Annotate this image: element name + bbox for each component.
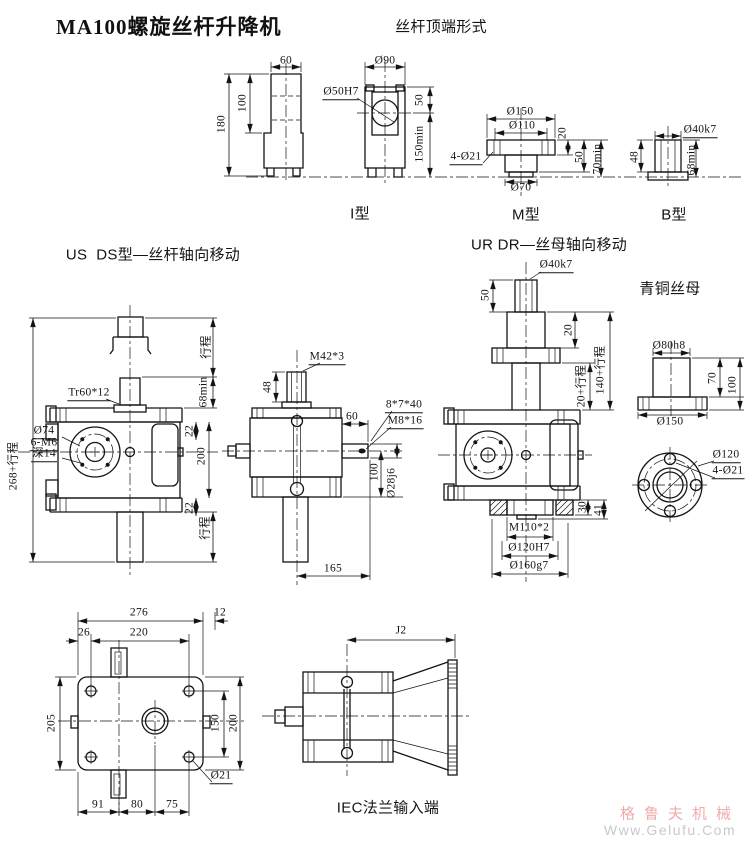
- dim-m-d110: Ø110: [508, 119, 536, 132]
- dim-m-70min: 70min: [591, 143, 604, 175]
- dim-i-50: 50: [413, 93, 426, 107]
- dim-68min: 68min: [197, 376, 210, 408]
- dim-20-plus-stroke: 20+行程: [575, 364, 588, 408]
- dim-i-150min: 150min: [413, 125, 426, 163]
- dim-bn-70: 70: [706, 371, 719, 385]
- dim-22-top: 22: [183, 424, 196, 438]
- dim-ur-41: 41: [592, 503, 605, 517]
- dim-worm-48: 48: [261, 380, 274, 394]
- dim-base-220: 220: [129, 626, 149, 639]
- dim-ur-20: 20: [562, 323, 575, 337]
- dim-j2: J2: [395, 624, 407, 637]
- bronze-nut-side-view: [637, 342, 744, 419]
- dim-base-80: 80: [130, 798, 144, 811]
- dim-height-180: 180: [215, 114, 228, 134]
- dim-bn-d80h8: Ø80h8: [652, 339, 686, 352]
- dim-stroke-top: 行程: [200, 335, 213, 359]
- housing-top-view: [55, 612, 246, 816]
- section-heading-ur-dr: UR DR—丝母轴向移动: [470, 236, 628, 254]
- dim-base-hole-d21: Ø21: [209, 770, 233, 784]
- m-type-view: [482, 108, 608, 196]
- dim-thread-tr60: Tr60*12: [67, 387, 111, 401]
- watermark-brand: 格鲁夫机械: [619, 805, 741, 823]
- ur-dr-assembly-view: [438, 262, 614, 582]
- dim-depth-14: 深14: [31, 448, 57, 462]
- dim-worm-100: 100: [368, 462, 381, 482]
- dim-m-d70: Ø70: [510, 181, 532, 194]
- dim-200: 200: [195, 446, 208, 466]
- dim-b-d40k7: Ø40k7: [682, 124, 718, 138]
- dim-worm-60: 60: [345, 410, 359, 423]
- dim-base-12: 12: [213, 606, 227, 619]
- dim-b-48: 48: [628, 150, 641, 164]
- dim-base-200: 200: [227, 713, 240, 733]
- section-heading-us-ds: US DS型—丝杆轴向移动: [65, 246, 241, 264]
- dim-bn-100: 100: [726, 375, 739, 395]
- dim-base-205: 205: [45, 713, 58, 733]
- dim-key-8-7-40: 8*7*40: [384, 399, 424, 413]
- view-label-b-type: B型: [661, 206, 687, 224]
- view-label-iec-flange: IEC法兰输入端: [336, 799, 440, 817]
- top-section-heading: 丝杆顶端形式: [395, 18, 487, 36]
- dim-worm-165: 165: [323, 562, 343, 575]
- dim-bn-d120: Ø120: [711, 449, 741, 463]
- dim-bn-holes: 4-Ø21: [711, 465, 745, 479]
- dim-b-68min: 68min: [685, 144, 698, 176]
- dim-m-bolt-holes: 4-Ø21: [449, 151, 483, 165]
- dim-m42x3: M42*3: [308, 351, 346, 365]
- watermark-url: Www.Gelufu.Com: [603, 822, 737, 838]
- dim-d160g7: Ø160g7: [509, 559, 549, 572]
- dim-height-100: 100: [236, 93, 249, 113]
- dim-m110x2: M110*2: [508, 521, 550, 534]
- bronze-nut-top-view: [632, 447, 716, 523]
- dim-base-276: 276: [129, 606, 149, 619]
- dim-d120h7: Ø120H7: [508, 541, 550, 554]
- dim-bn-d150: Ø150: [656, 415, 684, 428]
- i-type-view: [357, 60, 434, 183]
- dim-base-75: 75: [165, 798, 179, 811]
- dim-stroke-bottom: 行程: [199, 516, 212, 540]
- view-label-i-type: I型: [350, 205, 370, 223]
- dim-shaft-d28j6: Ø28j6: [385, 467, 398, 499]
- dim-width-60: 60: [279, 54, 293, 67]
- dim-ur-d40k7: Ø40k7: [538, 259, 574, 273]
- dim-base-26: 26: [77, 626, 91, 639]
- dim-base-91: 91: [91, 798, 105, 811]
- dim-m-d150: Ø150: [506, 105, 534, 118]
- dim-ur-50: 50: [479, 288, 492, 302]
- us-ds-assembly-view: [18, 305, 218, 578]
- dim-m-50: 50: [573, 150, 586, 164]
- dim-base-150: 150: [209, 713, 222, 733]
- b-type-view: [637, 126, 700, 188]
- section-heading-bronze-nut: 青铜丝母: [639, 280, 701, 298]
- dim-d74: Ø74: [32, 425, 56, 439]
- dim-d90: Ø90: [374, 54, 396, 67]
- view-label-m-type: M型: [511, 206, 541, 224]
- iec-flange-input-view: [262, 634, 472, 776]
- page-title: MA100螺旋丝杆升降机: [56, 15, 282, 39]
- dim-140-plus-stroke: 140+行程: [594, 345, 607, 395]
- dim-m-20: 20: [556, 126, 569, 140]
- dim-22-bottom: 22: [183, 501, 196, 515]
- dim-total-268-stroke: 268+行程: [7, 441, 20, 491]
- dim-m8x16: M8*16: [386, 415, 424, 429]
- dim-bore-50h7: Ø50H7: [322, 86, 360, 100]
- dim-ur-30: 30: [576, 500, 589, 514]
- screw-end-detail-view: [224, 62, 395, 183]
- dim-6-m6: 6-M6: [29, 437, 59, 451]
